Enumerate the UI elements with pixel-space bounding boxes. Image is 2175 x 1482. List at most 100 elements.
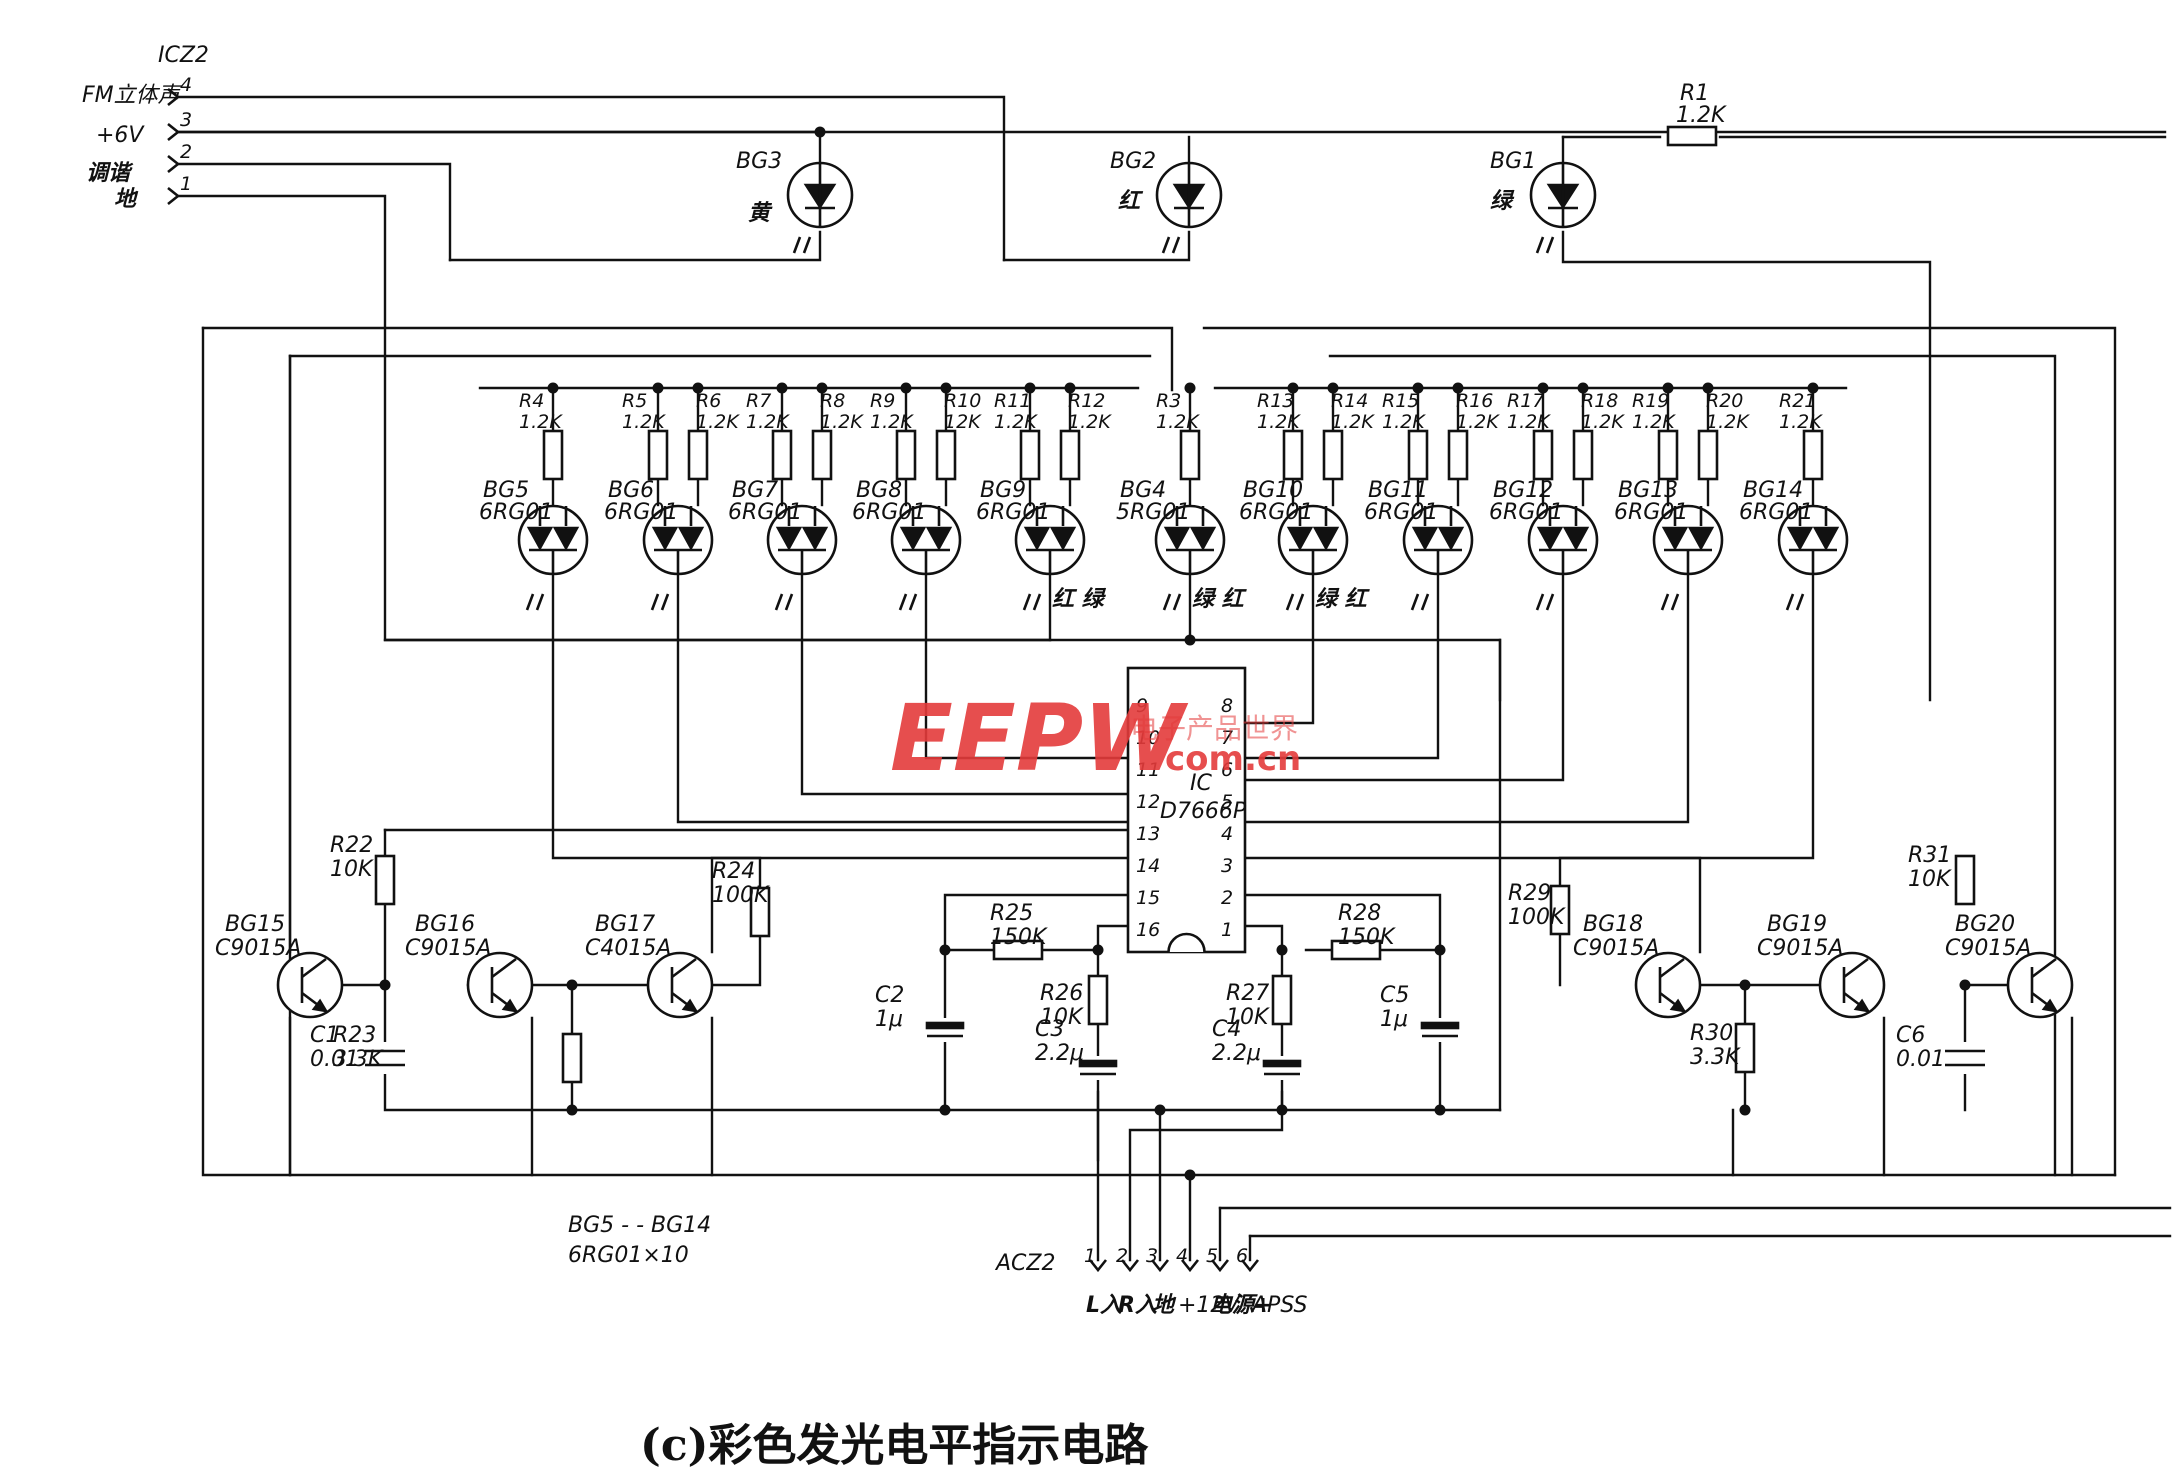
- labels: ICZ24321FM立体声+6V调谐地R11.2KBG3黄BG2红BG1绿R41…: [82, 43, 2031, 1471]
- bottom-connector-pin-icon: [1150, 1259, 1170, 1273]
- resistor-r25: [992, 939, 1044, 961]
- led-glow-colors: 绿 红: [1315, 587, 1371, 612]
- wires: [176, 95, 2172, 1262]
- led-color: 红: [1118, 189, 1144, 214]
- resistor-ref: R4: [519, 390, 544, 412]
- note-line-1: BG5 - - BG14: [568, 1213, 711, 1238]
- capacitor-gap: [363, 1042, 407, 1074]
- wire: [176, 95, 1006, 262]
- diode-triangle-icon: [925, 526, 953, 551]
- led-color: 黄: [748, 201, 773, 226]
- resistor-r23: [561, 1032, 583, 1084]
- resistor-ref: R5: [622, 390, 647, 412]
- component-ref: R31: [1908, 843, 1951, 868]
- junction-dot: [1276, 1104, 1288, 1116]
- component-value: 1μ: [875, 1007, 903, 1032]
- resistor-r1: [1666, 125, 1718, 147]
- transistor-collector: [491, 957, 517, 979]
- top-connector-name: ICZ2: [158, 43, 209, 68]
- junction-dot: [1092, 944, 1104, 956]
- component-value: 10K: [1040, 1005, 1084, 1030]
- light-emission-icon: [1161, 236, 1181, 254]
- top-connector-pin-icon: [167, 87, 181, 107]
- resistor-ref: R17: [1507, 390, 1544, 412]
- pin-label: 地: [1152, 1293, 1177, 1318]
- component-value: 100K: [712, 883, 770, 908]
- resistor-r28: [1330, 939, 1382, 961]
- light-emission-icon: [1022, 593, 1042, 611]
- wire: [383, 828, 1502, 1112]
- light-emission-icon: [1162, 593, 1182, 611]
- diode-triangle-icon: [1661, 526, 1689, 551]
- resistor-ref: R8: [820, 390, 845, 412]
- junction-dot: [1702, 382, 1714, 394]
- watermark-site: com.cn: [1165, 739, 1301, 779]
- junction-dot: [1662, 382, 1674, 394]
- junction-dot: [692, 382, 704, 394]
- component-ref: R24: [712, 859, 755, 884]
- led-glow-colors: 绿 红: [1192, 587, 1248, 612]
- wire: [1561, 230, 1932, 702]
- resistor-value: 1.2K: [696, 411, 740, 433]
- transistor-body: [2006, 951, 2074, 1019]
- led-resistor: [1802, 429, 1824, 481]
- ic-pin-number: 6: [1221, 759, 1233, 781]
- ic-pin-number: 1: [1221, 919, 1233, 941]
- component-ref: C4: [1212, 1017, 1241, 1042]
- transistor-ref: BG15: [225, 912, 285, 937]
- wire: [1202, 326, 2117, 1177]
- junction-dot: [939, 944, 951, 956]
- led-ref: BG14: [1743, 478, 1803, 503]
- wire: [1243, 924, 1284, 1112]
- led-bg4-icon: [1154, 504, 1226, 576]
- transistor-body: [1634, 951, 1702, 1019]
- emitter-arrow-icon: [681, 998, 699, 1013]
- pin-label: +12V: [1178, 1293, 1241, 1318]
- bottom-connector-pin-icon: [1088, 1259, 1108, 1273]
- component-value: 100K: [1508, 905, 1566, 930]
- transistor-ref: BG16: [415, 912, 475, 937]
- light-emission-icon: [1660, 593, 1680, 611]
- ic-pin-number: 4: [1221, 823, 1233, 845]
- resistor-value: 1.2K: [1507, 411, 1551, 433]
- diode-triangle-icon: [1023, 526, 1051, 551]
- pin-label: L入: [1086, 1293, 1122, 1318]
- led-ref: BG2: [1110, 149, 1156, 174]
- led-ref: BG5: [483, 478, 529, 503]
- junction-dot: [1739, 1104, 1751, 1116]
- resistor-value: 1.2K: [870, 411, 914, 433]
- bottom-connector-pin-icon: [1180, 1259, 1200, 1273]
- pin-label: 地: [114, 187, 139, 212]
- transistor-collector: [2031, 957, 2057, 979]
- ic-pin-number: 14: [1136, 855, 1160, 877]
- ic-pin-number: 16: [1136, 919, 1160, 941]
- junction-dot: [940, 382, 952, 394]
- led-part: 6RG01: [1364, 500, 1438, 525]
- component-ref: R23: [333, 1023, 376, 1048]
- component-value: 2.2μ: [1035, 1041, 1084, 1066]
- pin-label: R入: [1118, 1293, 1157, 1318]
- led-bg3-icon: [786, 161, 854, 254]
- note-line-2: 6RG01×10: [568, 1243, 689, 1268]
- wire: [448, 230, 822, 262]
- wire: [1243, 572, 1815, 860]
- light-emission-icon: [1785, 593, 1805, 611]
- pin-label: 电源+: [1210, 1293, 1272, 1318]
- wire: [201, 326, 2117, 1177]
- ic-notch: [1167, 932, 1206, 953]
- capacitor-gap: [1420, 1018, 1460, 1042]
- transistor-collector: [1659, 957, 1685, 979]
- resistor-ref: R18: [1581, 390, 1618, 412]
- diode-triangle-icon: [1687, 526, 1715, 551]
- junction-dot: [1154, 1104, 1166, 1116]
- diode-triangle-icon: [1812, 526, 1840, 551]
- junction-dot: [1184, 1169, 1196, 1181]
- led-resistor: [1657, 429, 1679, 481]
- light-emission-icon: [1410, 593, 1430, 611]
- resistor-ref: R9: [870, 390, 895, 412]
- pin-number: 4: [180, 74, 192, 96]
- transistor-part: C9015A: [1573, 936, 1659, 961]
- led-resistor: [1407, 429, 1429, 481]
- resistor-value: 1.2K: [1706, 411, 1750, 433]
